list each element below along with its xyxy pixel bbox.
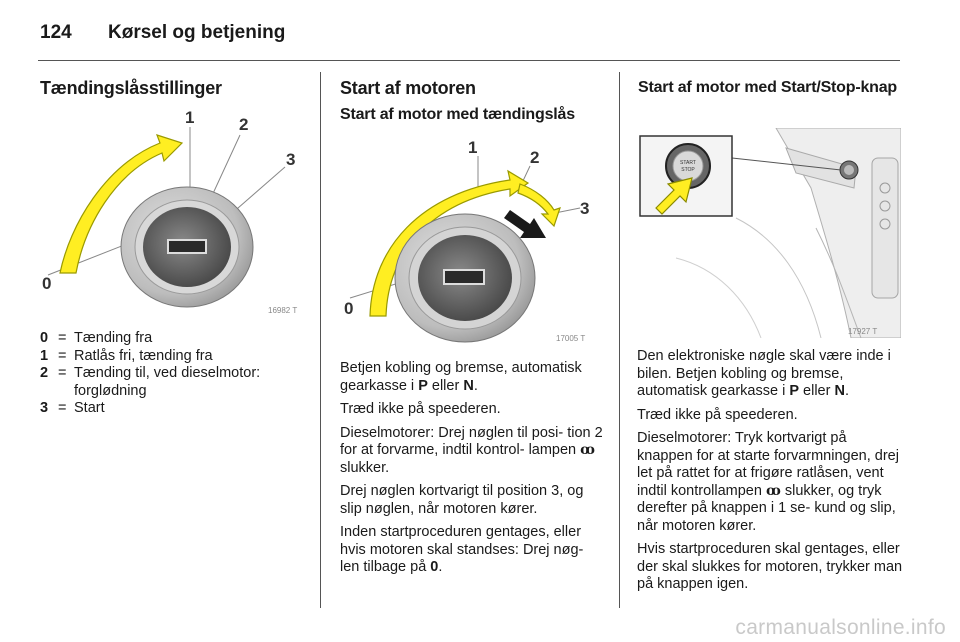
engine-start-instructions: Betjen kobling og bremse, automatisk gea… [340,360,605,583]
figure-label: 2 [239,115,248,134]
paragraph: Træd ikke på speederen. [637,406,798,423]
figure-label: 1 [185,108,194,127]
start-stop-button-figure: START STOP 17927 T [636,127,902,339]
glow-plug-lamp-icon: ꝏ [580,442,595,458]
gear-n: N [834,383,845,399]
legend-key: 1 [40,347,49,364]
paragraph: Dieselmotorer: Drej nøglen til posi- tio… [340,425,605,478]
watermark: carmanualsonline.info [735,616,946,639]
figure-label: 0 [42,274,51,293]
text-run: Dieselmotorer: Drej nøglen til posi- tio… [340,424,603,459]
glow-plug-lamp-icon: ꝏ [765,482,781,499]
legend-row: 0 = Tænding fra [40,330,315,348]
ignition-legend: 0 = Tænding fra 1 = Ratlås fri, tænding … [40,330,315,418]
section-heading-ignition-positions: Tændingslåsstillinger [40,78,222,98]
text-run: slukker, og tryk derefter på knappen i 1… [637,482,896,534]
subheading-ignition-start: Start af motor med tændingslås [340,106,575,123]
text-run: Dieselmotorer: Tryk kortvarigt på knappe… [637,430,899,499]
legend-equals: = [58,365,67,381]
section-heading-engine-start: Start af motoren [340,78,476,98]
gear-p: P [789,383,799,399]
figure-label: 0 [344,299,353,318]
position-0: 0 [430,559,439,575]
legend-row: 2 = Tænding til, ved dieselmotor: forglø… [40,365,315,400]
text-run: . [844,383,849,399]
legend-key: 2 [40,365,49,381]
figure-label: 3 [286,150,295,169]
figure-label: 2 [530,148,539,167]
svg-text:START: START [680,160,696,166]
text-run: eller [427,377,464,394]
legend-text: Tænding til, ved dieselmotor: forglødnin… [74,365,261,399]
legend-equals: = [58,400,67,416]
start-stop-instructions: Den elektroniske nøgle skal være inde i … [637,348,905,600]
legend-text: Ratlås fri, tænding fra [74,347,213,364]
column-start-stop-button: Start af motor med Start/Stop-knap [638,78,903,97]
legend-text: Start [74,400,105,416]
legend-text: Tænding fra [74,330,153,346]
paragraph: Drej nøglen kortvarigt til position 3, o… [340,483,584,517]
text-run: eller [799,383,835,399]
legend-row: 1 = Ratlås fri, tænding fra [40,348,315,366]
paragraph: Hvis startproceduren skal gentages, elle… [637,541,903,592]
text-run: Betjen kobling og bremse, automatisk gea… [340,360,582,394]
column-divider-2 [619,72,620,608]
ignition-start-figure: 1 2 3 0 17005 T [340,138,605,348]
gear-p: P [418,377,428,394]
header-rule [38,60,900,61]
ignition-lock-figure: 1 2 3 0 16982 T [40,105,305,320]
text-run: slukker. [340,459,390,476]
legend-row: 3 = Start [40,400,315,418]
paragraph: Træd ikke på speederen. [340,401,501,417]
column-engine-start: Start af motoren Start af motor med tænd… [340,78,610,124]
legend-equals: = [58,347,67,364]
gear-n: N [463,377,474,394]
paragraph: Den elektroniske nøgle skal være inde i … [637,348,905,401]
figure-label: 3 [580,199,589,218]
legend-equals: = [58,330,67,346]
legend-key: 3 [40,400,49,416]
text-run: Den elektroniske nøgle skal være inde i … [637,348,891,399]
paragraph: Dieselmotorer: Tryk kortvarigt på knappe… [637,430,905,535]
column-ignition-positions: Tændingslåsstillinger [40,78,310,99]
text-run: . [438,559,443,575]
figure-code: 17927 T [848,327,877,336]
paragraph: Betjen kobling og bremse, automatisk gea… [340,360,605,395]
section-heading-start-stop: Start af motor med Start/Stop-knap [638,79,898,96]
paragraph: Inden startproceduren gentages, eller hv… [340,524,605,577]
page-title: Kørsel og betjening [108,22,286,43]
figure-code: 16982 T [268,306,297,315]
text-run: . [473,377,478,394]
page-number: 124 [40,22,72,43]
text-run: Inden startproceduren gentages, eller hv… [340,524,584,575]
figure-code: 17005 T [556,334,585,343]
figure-label: 1 [468,138,477,157]
svg-text:STOP: STOP [681,167,695,173]
column-divider-1 [320,72,321,608]
legend-key: 0 [40,330,49,346]
